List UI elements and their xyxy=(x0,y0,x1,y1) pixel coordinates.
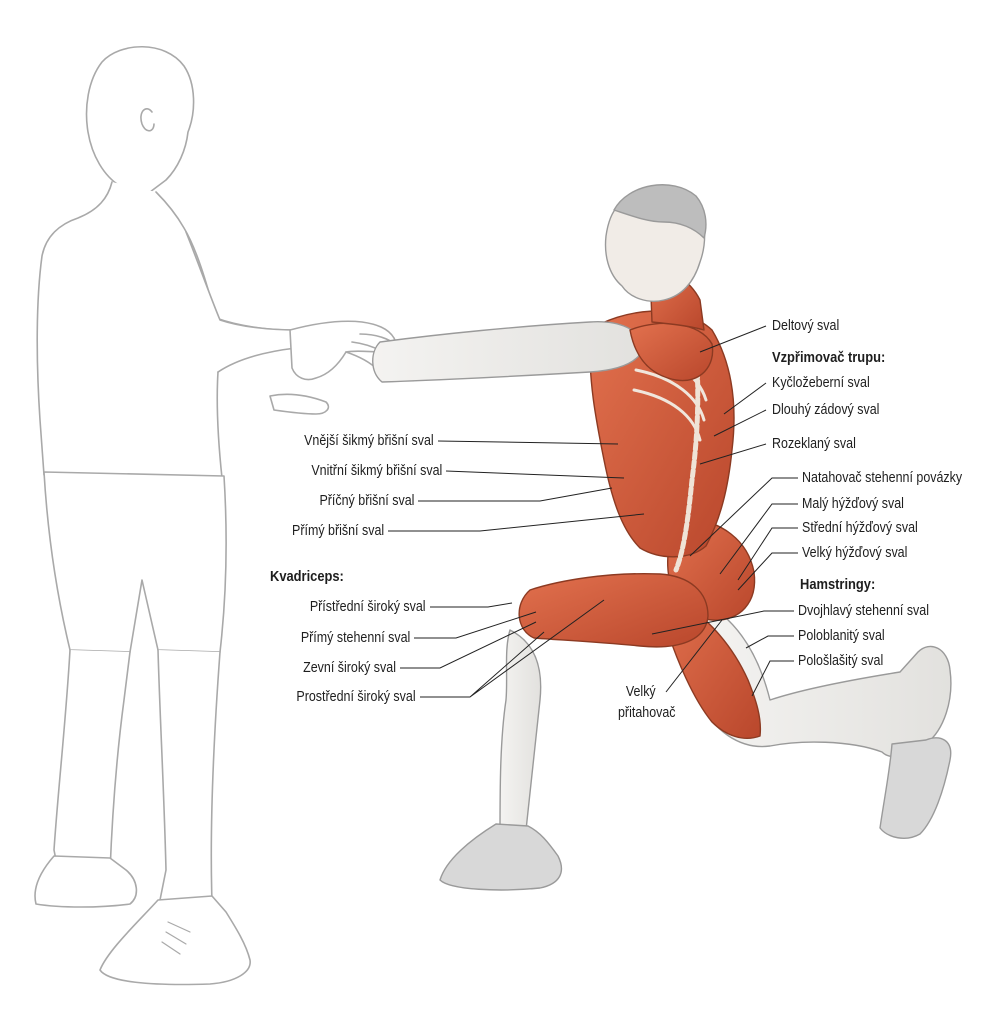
label-glute-min: Malý hýžďový sval xyxy=(802,495,904,513)
partner-figure xyxy=(35,47,398,985)
label-glute-max: Velký hýžďový sval xyxy=(802,544,907,562)
leader-int-oblique xyxy=(446,471,624,478)
label-multifidus: Rozeklaný sval xyxy=(772,435,856,453)
back-shoe xyxy=(880,738,951,838)
label-deltoid: Deltový sval xyxy=(772,317,839,335)
leader-semimembranosus xyxy=(746,636,794,648)
front-shoe xyxy=(440,824,561,890)
heading-quadriceps: Kvadriceps: xyxy=(270,568,344,586)
partner-ear xyxy=(141,109,154,131)
quadriceps-muscles xyxy=(519,574,708,647)
partner-shoe-right xyxy=(100,896,250,984)
label-longissimus: Dlouhý zádový sval xyxy=(772,401,879,419)
partner-leg-right xyxy=(158,650,220,902)
label-rectus-abdominis: Přímý břišní sval xyxy=(292,522,384,540)
partner-hand-lower xyxy=(270,394,328,414)
partner-leg-left xyxy=(54,650,130,872)
label-transversus: Příčný břišní sval xyxy=(319,492,414,510)
label-glute-med: Střední hýžďový sval xyxy=(802,519,918,537)
label-vastus-lateralis: Zevní široký sval xyxy=(303,659,396,677)
leader-vastus-medialis xyxy=(430,603,512,607)
leader-rectus-abdominis xyxy=(388,514,644,531)
label-ext-oblique: Vnější šikmý břišní sval xyxy=(304,432,434,450)
lunge-figure xyxy=(373,185,951,890)
heading-erector-spinae: Vzpřimovač trupu: xyxy=(772,349,885,367)
label-int-oblique: Vnitřní šikmý břišní sval xyxy=(311,462,442,480)
leader-transversus xyxy=(418,488,612,501)
label-semitendinosus: Pološlašitý sval xyxy=(798,652,883,670)
label-rectus-femoris: Přímý stehenní sval xyxy=(300,629,410,647)
partner-head xyxy=(87,47,194,196)
label-tfl: Natahovač stehenní povázky xyxy=(802,469,962,487)
leader-ext-oblique xyxy=(438,441,618,444)
partner-shoe-left xyxy=(35,856,136,907)
label-vastus-medialis: Přístřední široký sval xyxy=(310,598,426,616)
label-vastus-intermedius: Prostřední široký sval xyxy=(297,688,416,706)
heading-hamstrings: Hamstringy: xyxy=(800,576,875,594)
label-semimembranosus: Poloblanitý sval xyxy=(798,627,885,645)
label-iliocostalis: Kyčložeberní sval xyxy=(772,374,870,392)
partner-shorts xyxy=(44,472,226,652)
label-adductor-line1: Velký xyxy=(626,683,656,701)
label-adductor-line2: přitahovač xyxy=(618,704,676,722)
label-biceps-femoris: Dvojhlavý stehenní sval xyxy=(798,602,929,620)
